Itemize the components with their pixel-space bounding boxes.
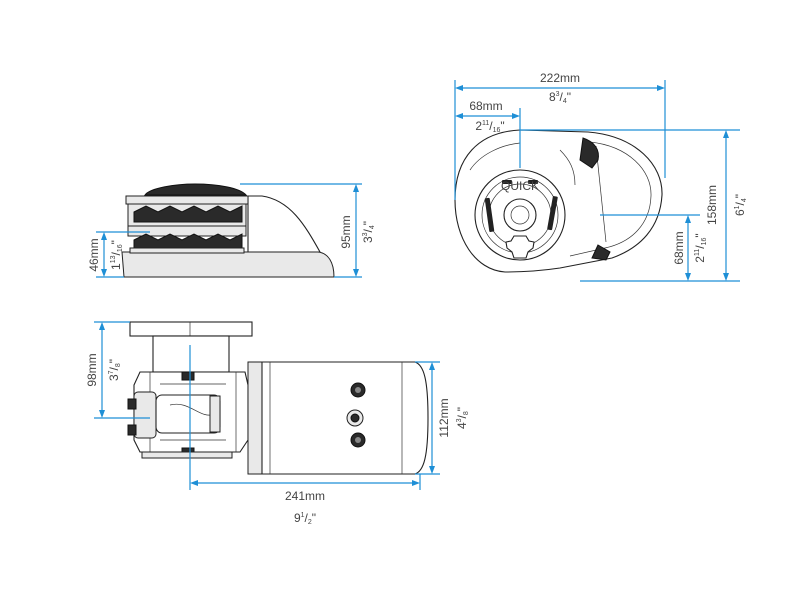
dim-side-base-mm: 46mm [87,238,101,271]
top-view-gear-boss [505,235,535,259]
dim-bottom-below-in: 37/8" [107,359,122,381]
dim-bottom-below-mm: 98mm [85,353,99,386]
top-view-brand-text: QUICK [501,179,539,193]
dim-top-center: 68mm 211/16" [600,214,708,281]
dim-side-base: 46mm 113/16" [87,231,150,278]
bottom-view-flange [129,321,253,337]
dim-bottom-motor: 112mm 43/8" [415,361,470,475]
dim-top-width: 222mm 83/4" [454,71,666,200]
dim-bottom-length-mm: 241mm [285,489,325,503]
dim-top-offset-mm: 68mm [469,99,502,113]
dim-side-base-in: 113/16" [109,240,124,270]
dim-bottom-below: 98mm 37/8" [85,321,150,419]
dim-top-offset-in: 211/16" [475,119,504,134]
side-view-base-plate [121,251,335,278]
bottom-view: 98mm 37/8" 112mm 43/8" 241mm [85,321,470,526]
bottom-view-motor [247,361,429,475]
side-view-cap [144,183,248,196]
dim-top-offset: 68mm 211/16" [455,99,521,168]
dim-top-width-mm: 222mm [540,71,580,85]
top-view: QUICK 222mm 83/4" 68mm 211 [454,71,748,282]
side-view: 95mm 33/4" 46mm 113/16" [87,183,376,278]
dim-bottom-motor-mm: 112mm [437,398,451,437]
dim-top-center-mm: 68mm [672,231,686,264]
side-view-housing [247,195,321,253]
dim-side-height-mm: 95mm [339,215,353,248]
dim-bottom-length: 241mm 91/2" [189,345,421,526]
dim-top-depth: 158mm 61/4" [520,129,748,282]
bottom-view-shaft [152,335,230,373]
dim-top-depth-mm: 158mm [705,185,719,225]
dim-top-depth-in: 61/4" [733,194,748,216]
side-view-gypsy [127,203,247,254]
top-view-brand-marks [484,180,558,232]
dim-side-height-in: 33/4" [361,221,376,243]
dim-bottom-length-in: 91/2" [294,511,316,526]
dim-top-width-in: 83/4" [549,90,571,105]
dim-top-center-in: 211/16" [693,233,708,262]
top-view-drum [503,198,537,232]
dim-side-height: 95mm 33/4" [240,183,376,278]
dim-bottom-motor-in: 43/8" [455,407,470,429]
